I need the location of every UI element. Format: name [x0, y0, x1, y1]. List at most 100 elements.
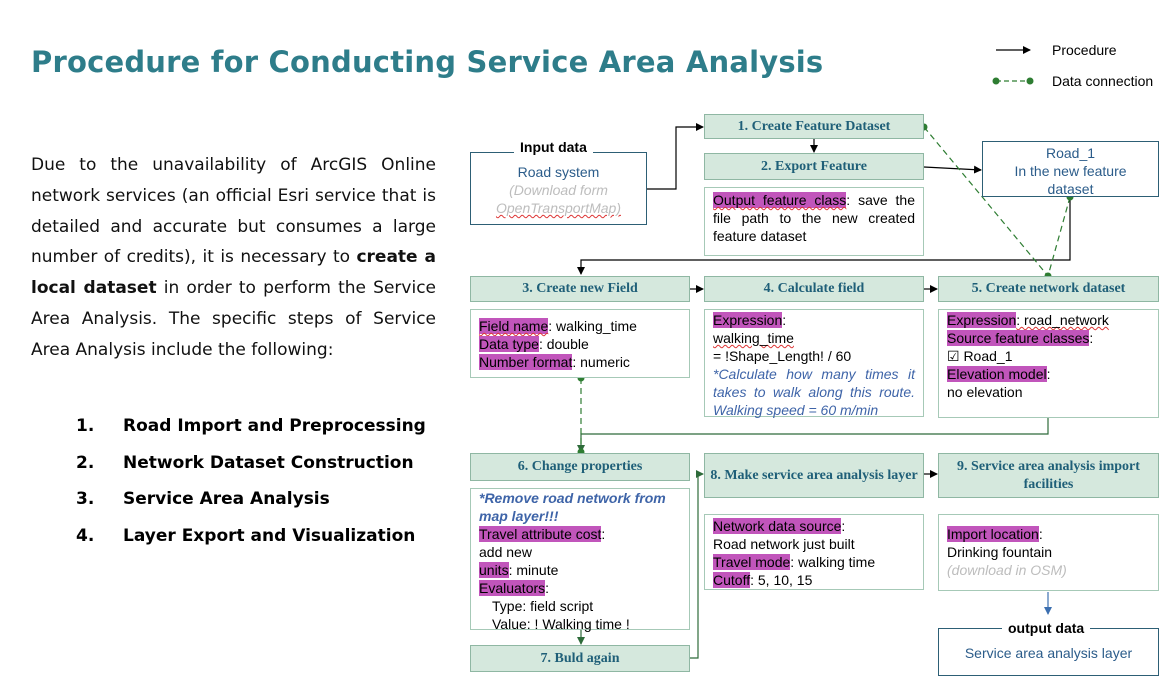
param-value: : minute	[508, 562, 559, 578]
param-key: units	[479, 562, 509, 578]
step9-details: Import location: Drinking fountain (down…	[938, 514, 1159, 591]
param-value: :	[1038, 526, 1043, 542]
param-value: feature dataset	[713, 228, 807, 244]
param-key: Field name	[479, 318, 549, 334]
output-layer-name: Service area analysis layer	[964, 645, 1133, 661]
step4-header: 4. Calculate field	[704, 276, 924, 302]
param-value: : numeric	[572, 354, 630, 370]
param-value: : walking_time	[548, 318, 637, 334]
input-source-note: (Download form	[509, 182, 608, 198]
param-value: : double	[538, 336, 589, 352]
road1-title: Road_1	[1045, 145, 1096, 161]
param-value: = !Shape_Length! / 60	[713, 348, 852, 364]
road1-desc: dataset	[1047, 181, 1094, 197]
param-value: ☑ Road_1	[947, 348, 1013, 364]
param-key: Evaluators	[479, 580, 546, 596]
param-key: Expression	[713, 312, 783, 328]
input-source-link: OpenTransportMap)	[495, 200, 621, 216]
step6-header: 6. Change properties	[470, 453, 690, 481]
list-label: Road Import and Preprocessing	[123, 416, 426, 436]
param-value: :	[1046, 366, 1051, 382]
param-key: Cutoff	[713, 572, 751, 588]
note-text: *Remove road network from	[479, 490, 666, 506]
note-text: map layer!!!	[479, 508, 559, 524]
page-title: Procedure for Conducting Service Area An…	[31, 45, 824, 79]
step5-header: 5. Create network dataset	[938, 276, 1159, 302]
intro-text: in order to perform the Service Area Ana…	[31, 278, 436, 360]
output-data-box: Service area analysis layer	[938, 628, 1159, 676]
procedure-arrow	[577, 418, 1049, 453]
list-number: 4.	[76, 526, 95, 547]
data-connection-line	[923, 126, 1049, 277]
param-key: Expression	[947, 312, 1017, 328]
param-value: walking_time	[713, 330, 794, 346]
step8-header: 8. Make service area analysis layer	[704, 453, 924, 498]
legend-procedure-label: Procedure	[1052, 42, 1117, 58]
step2-details: Output feature class: save the file path…	[704, 187, 924, 256]
list-item: 4. Layer Export and Visualization	[76, 526, 426, 563]
list-number: 3.	[76, 489, 95, 510]
param-value: : 5, 10, 15	[750, 572, 813, 588]
param-value: : road_network	[1016, 312, 1109, 328]
step3-details: Field name: walking_time Data type: doub…	[470, 309, 690, 378]
param-value: :	[601, 526, 606, 542]
list-number: 1.	[76, 416, 95, 436]
param-key: Import location	[947, 526, 1039, 542]
param-value: (download in OSM)	[947, 562, 1067, 578]
road1-box: Road_1 In the new feature dataset	[982, 141, 1159, 197]
procedure-arrow	[690, 470, 704, 659]
param-value: file path to the new created	[713, 210, 915, 226]
param-value: Drinking fountain	[947, 544, 1053, 560]
list-label: Network Dataset Construction	[123, 452, 414, 473]
param-key: Network data source	[713, 518, 842, 534]
intro-paragraph: Due to the unavailability of ArcGIS Onli…	[31, 150, 436, 366]
list-number: 2.	[76, 452, 95, 473]
input-data-label: Input data	[514, 139, 593, 155]
legend-data-connection-label: Data connection	[1052, 73, 1154, 89]
intro-text: Due to the unavailability of ArcGIS Onli…	[31, 155, 436, 268]
param-value: :	[782, 312, 787, 328]
procedure-arrow	[923, 165, 982, 174]
list-item: 1. Road Import and Preprocessing	[76, 416, 426, 453]
param-key: Elevation model	[947, 366, 1047, 382]
data-connection-line	[1047, 196, 1071, 277]
param-value: :	[545, 580, 550, 596]
step7-title: 7. Buld again	[540, 650, 620, 666]
param-key: Travel mode	[713, 554, 791, 570]
step9-header: 9. Service area analysis import faciliti…	[938, 453, 1159, 498]
procedure-arrow	[577, 197, 1071, 275]
step5-details: Expression: road_network Source feature …	[938, 309, 1159, 418]
road1-desc: In the new feature	[1014, 163, 1127, 179]
note-text: takes to walk along this route.	[713, 384, 915, 400]
procedure-arrow	[646, 123, 704, 190]
list-item: 2. Network Dataset Construction	[76, 453, 426, 490]
output-data-label: output data	[1002, 620, 1091, 636]
input-data-box: Road system (Download form OpenTransport…	[470, 152, 647, 225]
param-value: : save the	[846, 192, 915, 208]
param-key: Data type	[479, 336, 539, 352]
param-value: :	[841, 518, 846, 534]
param-key: Source feature classes	[947, 330, 1090, 346]
param-value: Value: ! Walking time !	[492, 616, 630, 632]
intro-emphasis: create a local dataset	[31, 247, 436, 299]
list-label: Layer Export and Visualization	[123, 526, 416, 547]
steps-list: 1. Road Import and Preprocessing 2. Networ…	[76, 416, 426, 563]
step7-header: 7. Buld again	[470, 645, 690, 672]
note-text: *Calculate how many times it	[713, 366, 915, 382]
step3-header: 3. Create new Field	[470, 276, 690, 302]
note-text: Walking speed = 60 m/min	[713, 402, 879, 418]
input-road-system: Road system	[517, 164, 600, 180]
step8-details: Network data source: Road network just b…	[704, 514, 924, 590]
param-value: Type: field script	[492, 598, 594, 614]
param-value: Road network just built	[713, 536, 855, 552]
param-value: : walking time	[790, 554, 876, 570]
param-key: Output feature class	[713, 192, 847, 208]
param-value: no elevation	[947, 384, 1023, 400]
list-item: 3.Service Area Analysis	[76, 489, 426, 526]
param-value: add new	[479, 544, 532, 560]
step2-header: 2. Export Feature	[704, 153, 924, 180]
param-value: :	[1089, 330, 1094, 346]
param-key: Travel attribute cost	[479, 526, 602, 542]
step4-details: Expression: walking_time = !Shape_Length…	[704, 309, 924, 418]
step6-details: *Remove road network from map layer!!! T…	[470, 488, 690, 632]
